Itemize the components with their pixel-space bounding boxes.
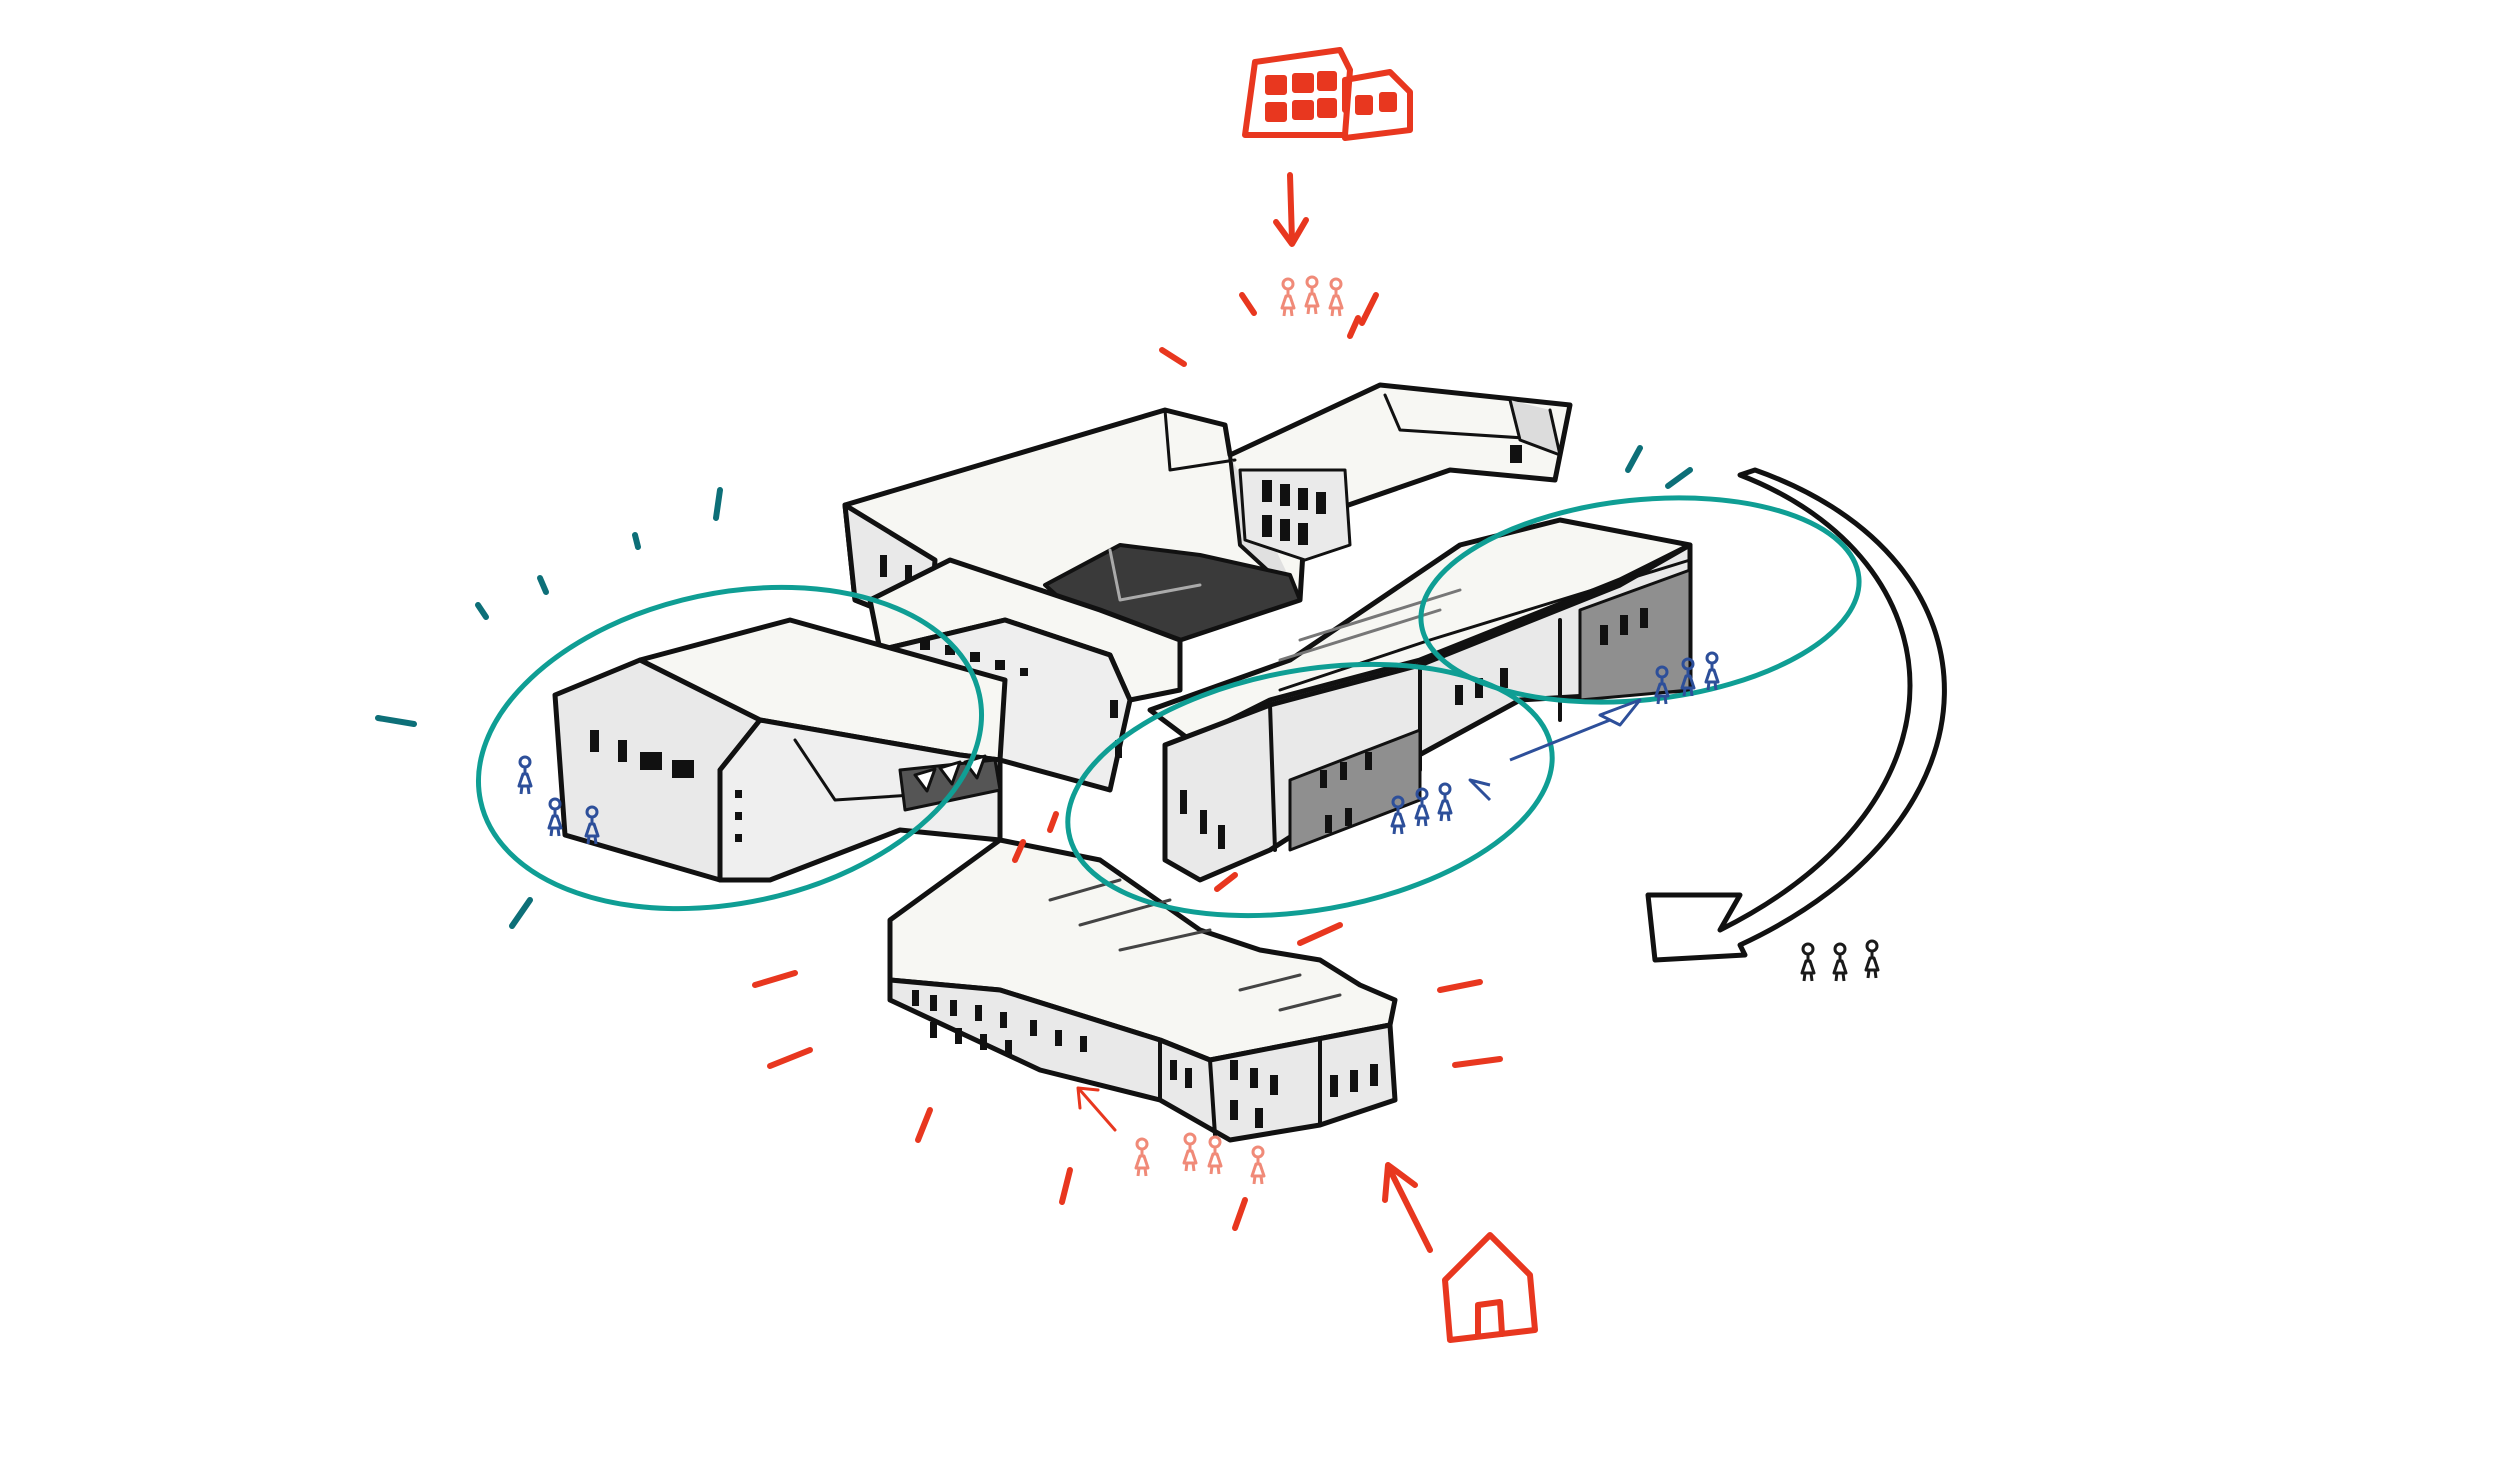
small-house-icon (1442, 1232, 1538, 1343)
stick-figure-icon (1182, 1132, 1198, 1173)
activity-zones (475, 495, 1862, 919)
south-arrow-icon (1382, 1162, 1433, 1253)
people-group-north (1280, 275, 1344, 318)
people-group-south (1134, 1132, 1266, 1186)
stick-figure-icon (547, 797, 563, 838)
stick-figure-icon (1832, 942, 1848, 983)
north-wing (842, 382, 1573, 643)
west-wing (552, 617, 1008, 883)
stick-figure-icon (1328, 277, 1344, 318)
stick-figure-icon (1134, 1137, 1150, 1178)
stick-figure-icon (1704, 651, 1720, 692)
stick-figure-icon (1280, 277, 1296, 318)
zone-link-arrows (1468, 698, 1642, 802)
east-wing (1147, 517, 1693, 883)
north-access (1159, 47, 1413, 367)
activity-zone-east (1418, 495, 1862, 705)
stick-figure-icon (1864, 939, 1880, 980)
stick-figure-icon (1800, 942, 1816, 983)
stick-figure-icon (1414, 787, 1430, 828)
north-arrow-icon (1273, 172, 1309, 247)
people-group-outside (1800, 939, 1880, 983)
south-burst (752, 811, 1503, 1231)
south-entry-arrow (1076, 1086, 1117, 1132)
stick-figure-icon (1304, 275, 1320, 316)
south-access (752, 811, 1538, 1343)
stick-figure-icon (1437, 782, 1453, 823)
teal-emphasis-dashes (375, 445, 1693, 929)
activity-zone-west (475, 584, 985, 912)
building-complex (552, 382, 1693, 1143)
curved-arrow-icon (1645, 467, 1947, 963)
stick-figure-icon (1250, 1145, 1266, 1186)
stick-figure-icon (1207, 1135, 1223, 1176)
activity-zone-center (1065, 661, 1555, 919)
stick-figure-icon (517, 755, 533, 796)
north-burst (1159, 292, 1379, 367)
south-terrace (887, 837, 1398, 1143)
house-with-annex-icon (1242, 47, 1413, 141)
